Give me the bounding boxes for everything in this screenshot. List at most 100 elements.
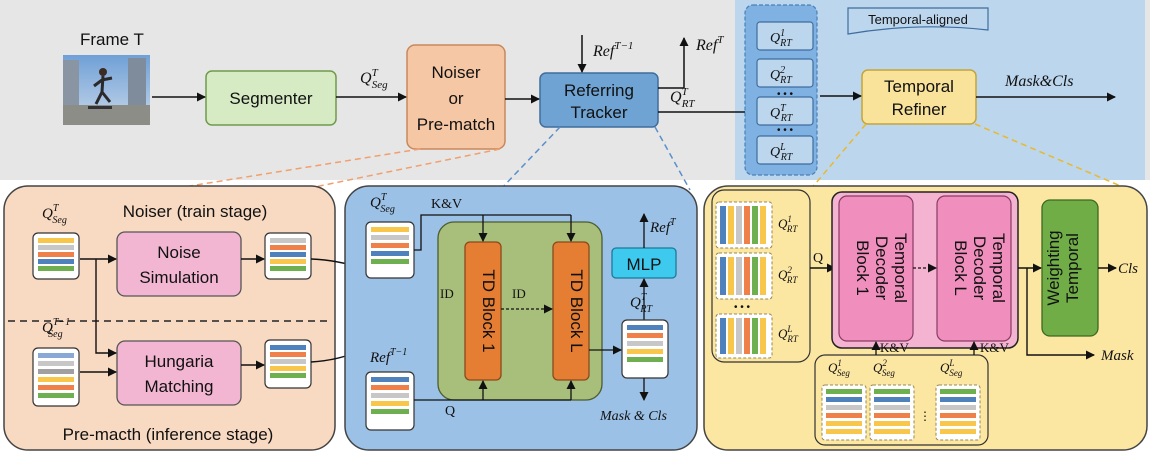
or-label: or [448,89,463,108]
ref-out-label: RefT [695,34,724,54]
prematch-label: Pre-match [417,115,495,134]
tracker-label-2: Tracker [571,103,628,122]
rt-query-column [711,189,811,363]
decoder-l-line-2: Decoder [970,236,989,301]
temporal-aligned-label: Temporal-aligned [868,12,968,27]
noiser-train-title: Noiser (train stage) [123,202,268,221]
stack-dots-1: • • • [777,89,794,100]
segmenter-label: Segmenter [229,89,312,108]
ref-t1-mid-label: RefT−1 [369,347,407,366]
noise-simulation-label-1: Noise [157,243,200,262]
seg-query-stack-2 [869,384,915,441]
kv-mid-label: K&V [431,197,462,212]
hungaria-matching-box [116,340,242,406]
connector-noiser-right [299,148,501,191]
noiser-panel [3,185,336,451]
query-stack-left-out-bottom [264,339,312,389]
stack-dots-2: • • • [777,125,794,136]
ref-t-mid-label: RefT [649,217,677,236]
kv-line [414,214,571,251]
refiner-label-1: Temporal [884,77,954,96]
noise-simulation-label-2: Simulation [139,268,218,287]
kv-right-label-2: K&V [980,340,1010,355]
frame-label: Frame T [80,30,144,49]
td-block-l-label: TD Block L [567,269,586,352]
noise-simulation-box [116,231,242,297]
noiser-label: Noiser [431,63,480,82]
decoder-l-line-1: Temporal [989,233,1008,303]
arrow-ref-out [658,37,689,89]
mlp-label: MLP [627,255,662,274]
segmenter-box [205,70,337,126]
connector-noiser-left [164,148,421,191]
query-stack-mid-bottom [365,371,415,431]
connector-tracker-left [499,126,561,191]
frame-thumbnail [63,55,150,125]
id-mid-label: ID [512,286,526,301]
cls-label: Cls [1118,261,1138,277]
arrow-to-mask [1026,268,1095,360]
kv-right-label-1: K&V [880,340,910,355]
q-mid-label: Q [445,404,455,419]
connector-refiner-right [974,123,1131,191]
seg-query-dots: ⋮ [919,409,931,423]
hungaria-matching-label-2: Matching [145,377,214,396]
decoder-1-line-1: Temporal [891,233,910,303]
connector-tracker-right [654,126,691,191]
temporal-aligned-tab [847,7,989,35]
query-stack-left-out-top [264,232,312,280]
query-stack-mid-out [621,319,669,379]
svg-text:RefT−1: RefT−1 [592,40,633,60]
decoder-1-line-3: Block 1 [853,240,872,296]
tracker-label-1: Referring [564,81,634,100]
hungaria-matching-label-1: Hungaria [145,352,215,371]
referring-tracker-box [539,72,659,128]
arrow-left-down-to-hung [95,259,117,358]
seg-query-stack-1 [821,384,867,441]
query-stack-mid-top [365,221,415,279]
svg-text:Mask&Cls: Mask&Cls [1004,73,1073,90]
query-stack-left-bottom [32,347,80,407]
weighting-line-2: Weighting [1044,230,1063,305]
seg-query-group [814,354,989,446]
q-right-label: Q [813,251,823,266]
ref-in-label: RefT−1 [592,40,633,60]
td-block-1-label: TD Block 1 [479,269,498,352]
mask-cls-top-label: Mask&Cls [1004,73,1073,90]
query-stack-left-top [32,232,80,280]
rt-query-dots: • • • [734,302,751,313]
id-in-label: ID [440,286,454,301]
mask-label: Mask [1100,348,1134,364]
noiser-prematch-box [406,44,506,150]
weighting-line-1: Temporal [1063,233,1082,303]
decoder-l-line-3: Block L [951,240,970,296]
prematch-inference-title: Pre-macth (inference stage) [63,425,274,444]
svg-text:RefT−1: RefT−1 [369,347,407,366]
connector-refiner-left [809,123,867,191]
mask-cls-mid-label: Mask & Cls [599,409,667,424]
refiner-label-2: Refiner [892,100,947,119]
decoder-1-line-2: Decoder [872,236,891,301]
svg-text:RefT: RefT [695,34,724,54]
svg-text:RefT: RefT [649,217,677,236]
seg-query-stack-l [935,384,981,441]
